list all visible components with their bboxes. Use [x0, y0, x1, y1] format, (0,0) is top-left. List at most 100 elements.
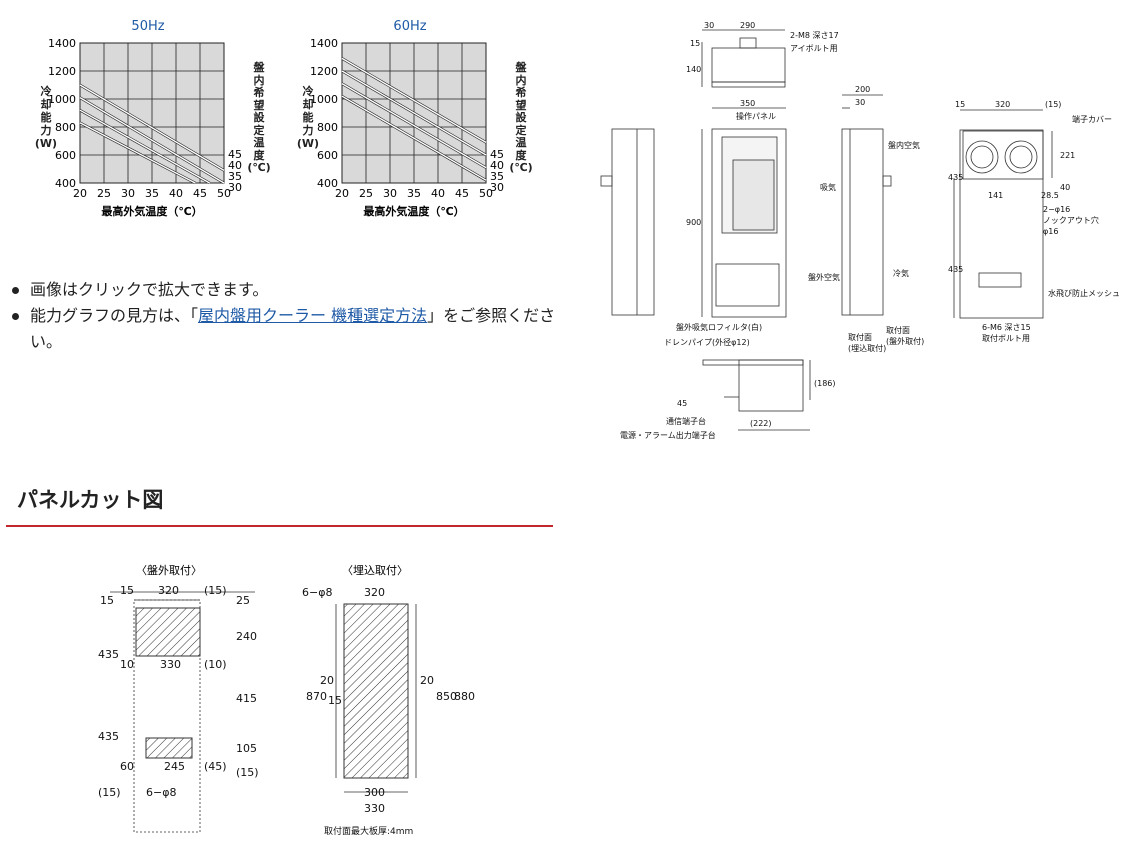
- dim-text: 435: [948, 265, 963, 274]
- dim-text: (埋込取付): [848, 343, 886, 353]
- dim-text: 290: [740, 21, 755, 30]
- y-tick-label: 1400: [310, 37, 338, 50]
- dim-text: 取付面: [886, 325, 910, 335]
- series-label: 45: [490, 148, 504, 161]
- embed-title: 〈埋込取付〉: [342, 564, 408, 577]
- x-tick-label: 40: [431, 187, 445, 200]
- y-tick-label: 1000: [48, 93, 76, 106]
- dim-text: 25: [236, 594, 250, 607]
- dim-text: (15): [1045, 100, 1061, 109]
- dim-text: 電源・アラーム出力端子台: [620, 430, 716, 440]
- dim-text: 300: [364, 786, 385, 799]
- list-item: 能力グラフの見方は、「屋内盤用クーラー 機種選定方法」をご参照ください。: [8, 303, 568, 355]
- dim-text: 330: [364, 802, 385, 815]
- dim-text: 240: [236, 630, 257, 643]
- series-line: [341, 57, 487, 144]
- x-axis-label: 最高外気温度（℃）: [363, 204, 464, 218]
- series-lines: [79, 83, 225, 185]
- dim-text: ノックアウト穴: [1043, 215, 1099, 225]
- dim-text: 取付面: [848, 332, 872, 342]
- selection-method-link[interactable]: 屋内盤用クーラー 機種選定方法: [198, 306, 428, 325]
- x-tick-label: 45: [193, 187, 207, 200]
- list-item: 画像はクリックで拡大できます。: [8, 277, 568, 303]
- y-tick-label: 400: [55, 177, 76, 190]
- series-label: 35: [490, 170, 504, 183]
- series-line: [79, 122, 196, 184]
- dim-text: 水飛び防止メッシュ: [1048, 288, 1120, 298]
- dim-text: 45: [677, 399, 687, 408]
- dim-text: 320: [158, 584, 179, 597]
- dim-text: 10: [120, 658, 134, 671]
- y-tick-label: 1200: [48, 65, 76, 78]
- x-tick-label: 35: [145, 187, 159, 200]
- dim-text: 15: [120, 584, 134, 597]
- dim-text: (15): [98, 786, 121, 799]
- dim-text: 15: [690, 39, 700, 48]
- dim-text: 6−φ8: [146, 786, 176, 799]
- x-tick-label: 25: [97, 187, 111, 200]
- series-label: 30: [228, 181, 242, 194]
- panel-cut-outside: 〈盤外取付〉 15 320 (15) 25 15 240 435 10 330 …: [98, 564, 259, 833]
- dim-text: (186): [814, 379, 836, 388]
- dim-text: (45): [204, 760, 227, 773]
- dim-text: 28.5: [1041, 191, 1059, 200]
- dim-text: 40: [1060, 183, 1070, 192]
- y-tick-label: 1400: [48, 37, 76, 50]
- dim-text: 850: [436, 690, 457, 703]
- series-label: 35: [228, 170, 242, 183]
- x-tick-label: 25: [359, 187, 373, 200]
- y-axis-label-50hz: 冷 却 能 力 (W): [34, 85, 58, 150]
- x-tick-label: 30: [121, 187, 135, 200]
- info-list: 画像はクリックで拡大できます。 能力グラフの見方は、「屋内盤用クーラー 機種選定…: [8, 277, 568, 355]
- x-tick-label: 50: [217, 187, 231, 200]
- right-axis-label-50hz: 盤 内 希 望 設 定 温 度 (℃): [247, 61, 271, 174]
- series-line: [341, 95, 487, 181]
- x-tick-label: 20: [73, 187, 87, 200]
- dim-text: 15: [328, 694, 342, 707]
- dim-text: 15: [955, 100, 965, 109]
- list-item-text: 」をご参照ください。: [30, 306, 556, 351]
- list-item-text: 画像はクリックで拡大できます。: [30, 280, 269, 299]
- dim-text: 2-M8 深さ17: [790, 31, 839, 40]
- dim-text: (盤外取付): [886, 336, 924, 346]
- list-item-text: 能力グラフの見方は、「: [30, 306, 199, 325]
- x-tick-label: 45: [455, 187, 469, 200]
- dim-text: ドレンパイプ(外径φ12): [664, 337, 750, 347]
- x-tick-label: 30: [383, 187, 397, 200]
- dim-text: 60: [120, 760, 134, 773]
- dimension-drawing[interactable]: 30 290 2-M8 深さ17 アイボルト用 15 140 200 30 35…: [600, 15, 1123, 455]
- right-axis-label-60hz: 盤 内 希 望 設 定 温 度 (℃): [509, 61, 533, 174]
- series-label: 30: [490, 181, 504, 194]
- y-axis-label-60hz: 冷 却 能 力 (W): [296, 85, 320, 150]
- dim-text: 盤外空気: [808, 272, 840, 282]
- outside-title: 〈盤外取付〉: [136, 564, 202, 577]
- dim-text: 141: [988, 191, 1003, 200]
- dim-text: 20: [420, 674, 434, 687]
- dim-text: 吸気: [820, 182, 836, 192]
- chart-title: 60Hz: [393, 19, 426, 34]
- series-line: [79, 109, 210, 184]
- dim-text: 320: [364, 586, 385, 599]
- dim-text: 6−φ8: [302, 586, 332, 599]
- thickness-note: 取付面最大板厚:4mm: [324, 825, 413, 837]
- dim-text: 245: [164, 760, 185, 773]
- dim-text: 盤内空気: [888, 140, 920, 150]
- dim-text: 冷気: [893, 268, 909, 278]
- dim-text: φ16: [1043, 227, 1058, 236]
- dim-text: 6-M6 深さ15: [982, 323, 1031, 332]
- dim-text: 端子カバー: [1072, 114, 1112, 124]
- series-line: [79, 84, 225, 172]
- dim-text: 2−φ16: [1043, 205, 1070, 214]
- dim-text: 900: [686, 218, 701, 227]
- dim-text: 350: [740, 99, 755, 108]
- dim-text: 435: [98, 730, 119, 743]
- dim-text: 880: [454, 690, 475, 703]
- dim-text: 435: [948, 173, 963, 182]
- panel-cut-embed: 〈埋込取付〉 6−φ8 320 870 20 15 20 850 880 300…: [302, 564, 475, 837]
